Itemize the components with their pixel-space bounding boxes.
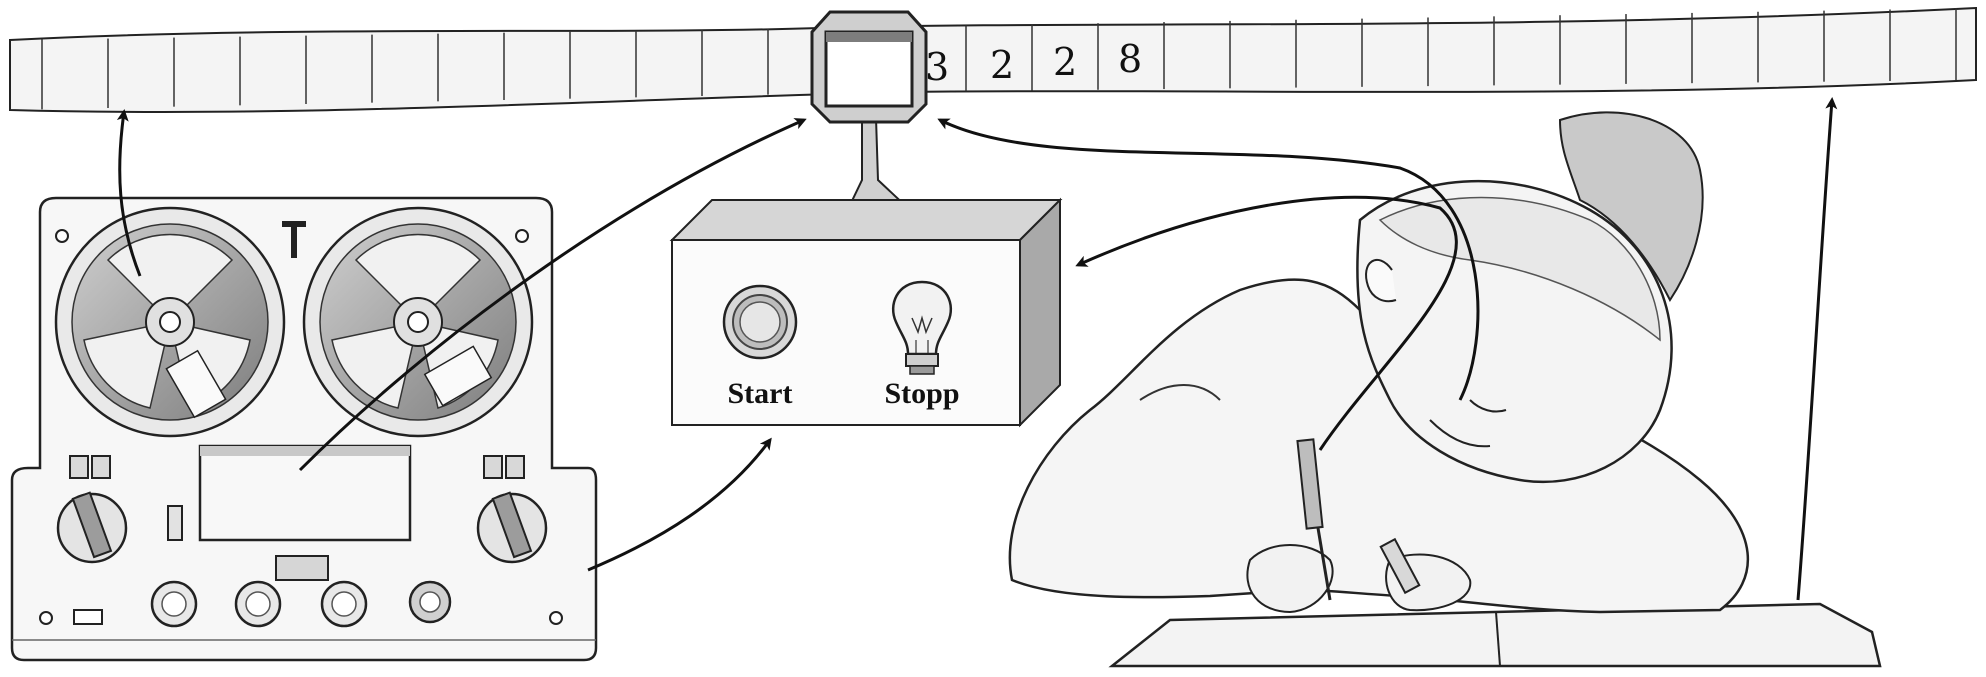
tape-recorder [10, 196, 598, 662]
stop-label: Stopp [884, 377, 959, 410]
arrow-person-to-box [1075, 195, 1458, 451]
ponytail [1558, 111, 1704, 302]
start-button[interactable] [722, 284, 798, 360]
box-front [671, 239, 1021, 426]
head-window [824, 30, 914, 108]
arrow-recorder-to-box [587, 437, 772, 572]
control-box: Start Stopp [669, 197, 1063, 428]
small-knobs [150, 580, 452, 628]
arrow-reel-to-tape [116, 109, 142, 277]
person-writing [1008, 111, 1882, 668]
head-cover [198, 444, 412, 542]
tape-symbol: 3 [925, 45, 949, 89]
knob-icon-left [56, 491, 128, 564]
tape-symbol: 8 [1118, 37, 1142, 81]
tape-symbol: 2 [1053, 40, 1077, 84]
lightbulb-icon [891, 280, 953, 375]
pencil-icon [1379, 537, 1421, 595]
reel-icon-right [302, 206, 534, 438]
arrow-recorder-to-head [298, 118, 807, 472]
box-side [1019, 197, 1061, 428]
paper-tape: 9 3 2 2 8 [9, 6, 1977, 113]
read-write-head [810, 10, 928, 227]
pen-icon [1296, 438, 1332, 601]
knob-icon-right [476, 491, 548, 564]
tape-guide [282, 221, 306, 258]
flow-arrows [116, 97, 1838, 601]
tape-cells [41, 8, 1957, 110]
tape-strip [9, 6, 1977, 113]
arrow-person-to-head [937, 118, 1480, 401]
box-top [669, 199, 1063, 241]
reel-icon-left [54, 206, 286, 438]
tape-symbol: 2 [990, 43, 1014, 87]
arrow-notebook-to-tape [1796, 97, 1838, 601]
start-label: Start [728, 377, 793, 410]
notebook [1108, 602, 1882, 668]
